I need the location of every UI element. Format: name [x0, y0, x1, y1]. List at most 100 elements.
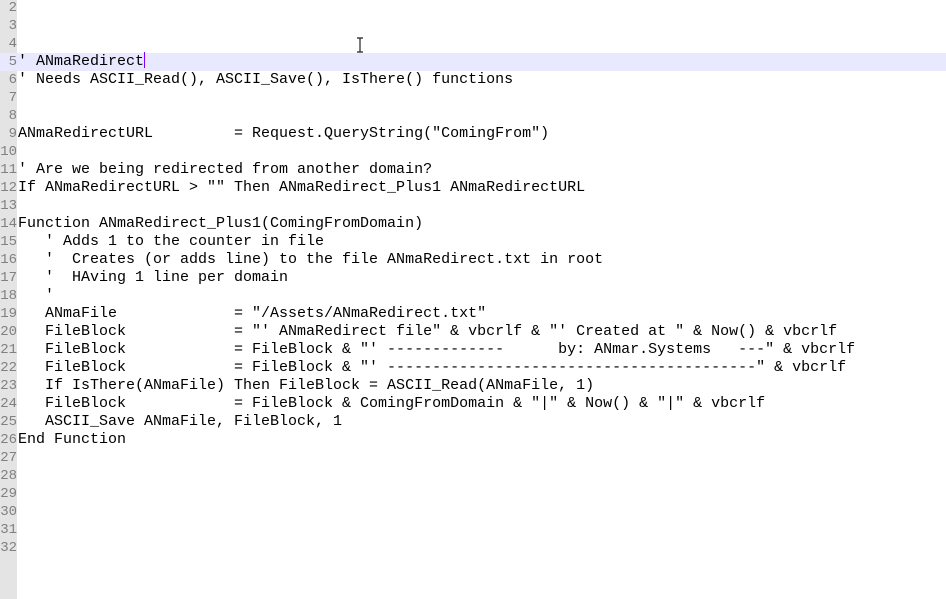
line-number: 7 — [8, 90, 17, 106]
line-number: 2 — [8, 0, 17, 16]
line-text-content: FileBlock = "' ANmaRedirect file" & vbcr… — [18, 323, 838, 340]
line-text[interactable]: FileBlock = FileBlock & ComingFromDomain… — [18, 395, 765, 413]
line-text-content: FileBlock = FileBlock & "' -------------… — [18, 359, 847, 376]
code-line[interactable]: 8 — [0, 107, 946, 125]
code-line[interactable]: 6' Needs ASCII_Read(), ASCII_Save(), IsT… — [0, 71, 946, 89]
code-line[interactable]: 20 FileBlock = "' ANmaRedirect file" & v… — [0, 323, 946, 341]
code-line[interactable]: 31 — [0, 521, 946, 539]
line-text-content: ANmaRedirectURL = Request.QueryString("C… — [18, 125, 550, 142]
code-line[interactable]: 30 — [0, 503, 946, 521]
line-number: 28 — [0, 468, 17, 484]
line-text-content: ASCII_Save ANmaFile, FileBlock, 1 — [18, 413, 343, 430]
line-text-content: ANmaFile = "/Assets/ANmaRedirect.txt" — [18, 305, 487, 322]
code-line[interactable]: 27 — [0, 449, 946, 467]
line-number-gutter — [0, 0, 17, 599]
line-text-content: If IsThere(ANmaFile) Then FileBlock = AS… — [18, 377, 595, 394]
line-number: 20 — [0, 324, 17, 340]
code-line[interactable]: 3 — [0, 17, 946, 35]
line-text[interactable]: ' Are we being redirected from another d… — [18, 161, 432, 179]
line-text[interactable]: ' — [18, 287, 54, 305]
line-text-content: Function ANmaRedirect_Plus1(ComingFromDo… — [18, 215, 424, 232]
text-cursor-ibeam-icon — [357, 37, 363, 53]
line-text[interactable]: End Function — [18, 431, 126, 449]
line-text[interactable]: ' ANmaRedirect — [18, 52, 146, 71]
line-number: 23 — [0, 378, 17, 394]
line-text[interactable]: If ANmaRedirectURL > "" Then ANmaRedirec… — [18, 179, 585, 197]
line-number: 21 — [0, 342, 17, 358]
line-number: 25 — [0, 414, 17, 430]
line-text-content: End Function — [18, 431, 127, 448]
line-text[interactable]: ' Adds 1 to the counter in file — [18, 233, 324, 251]
line-number: 3 — [8, 18, 17, 34]
code-line[interactable]: 10 — [0, 143, 946, 161]
line-text[interactable]: ANmaRedirectURL = Request.QueryString("C… — [18, 125, 549, 143]
line-text-content: ' Needs ASCII_Read(), ASCII_Save(), IsTh… — [18, 71, 514, 88]
line-text[interactable]: ' Creates (or adds line) to the file ANm… — [18, 251, 603, 269]
line-number: 4 — [8, 36, 17, 52]
text-caret — [144, 52, 146, 69]
code-line[interactable]: 7 — [0, 89, 946, 107]
line-text-content: ' Adds 1 to the counter in file — [18, 233, 325, 250]
line-number: 10 — [0, 144, 17, 160]
line-text[interactable]: ASCII_Save ANmaFile, FileBlock, 1 — [18, 413, 342, 431]
line-number: 29 — [0, 486, 17, 502]
code-line[interactable]: 5' ANmaRedirect — [0, 52, 946, 71]
code-line[interactable]: 18 ' — [0, 287, 946, 305]
line-number: 22 — [0, 360, 17, 376]
code-line[interactable]: 21 FileBlock = FileBlock & "' ----------… — [0, 341, 946, 359]
line-number: 19 — [0, 306, 17, 322]
code-line[interactable]: 16 ' Creates (or adds line) to the file … — [0, 251, 946, 269]
line-number: 17 — [0, 270, 17, 286]
code-line[interactable]: 11' Are we being redirected from another… — [0, 161, 946, 179]
line-text[interactable]: ANmaFile = "/Assets/ANmaRedirect.txt" — [18, 305, 486, 323]
line-number: 5 — [8, 54, 17, 70]
line-number: 16 — [0, 252, 17, 268]
line-text-content: FileBlock = FileBlock & ComingFromDomain… — [18, 395, 766, 412]
line-number: 15 — [0, 234, 17, 250]
line-text[interactable]: Function ANmaRedirect_Plus1(ComingFromDo… — [18, 215, 423, 233]
line-number: 32 — [0, 540, 17, 556]
code-line[interactable]: 22 FileBlock = FileBlock & "' ----------… — [0, 359, 946, 377]
line-number: 14 — [0, 216, 17, 232]
line-text[interactable]: FileBlock = FileBlock & "' -------------… — [18, 359, 846, 377]
line-number: 27 — [0, 450, 17, 466]
line-text[interactable]: If IsThere(ANmaFile) Then FileBlock = AS… — [18, 377, 594, 395]
line-number: 31 — [0, 522, 17, 538]
code-line[interactable]: 25 ASCII_Save ANmaFile, FileBlock, 1 — [0, 413, 946, 431]
line-number: 18 — [0, 288, 17, 304]
code-line[interactable]: 32 — [0, 539, 946, 557]
line-text[interactable]: FileBlock = "' ANmaRedirect file" & vbcr… — [18, 323, 837, 341]
line-text[interactable]: ' HAving 1 line per domain — [18, 269, 288, 287]
code-line[interactable]: 23 If IsThere(ANmaFile) Then FileBlock =… — [0, 377, 946, 395]
line-text-content: ' Creates (or adds line) to the file ANm… — [18, 251, 604, 268]
line-number: 12 — [0, 180, 17, 196]
line-number: 11 — [0, 162, 17, 178]
line-number: 30 — [0, 504, 17, 520]
code-line[interactable]: 28 — [0, 467, 946, 485]
line-text[interactable]: ' Needs ASCII_Read(), ASCII_Save(), IsTh… — [18, 71, 513, 89]
code-line[interactable]: 15 ' Adds 1 to the counter in file — [0, 233, 946, 251]
code-line[interactable]: 17 ' HAving 1 line per domain — [0, 269, 946, 287]
line-number: 9 — [8, 126, 17, 142]
code-line[interactable]: 29 — [0, 485, 946, 503]
code-line[interactable]: 19 ANmaFile = "/Assets/ANmaRedirect.txt" — [0, 305, 946, 323]
code-line[interactable]: 24 FileBlock = FileBlock & ComingFromDom… — [0, 395, 946, 413]
line-text-content: ' — [18, 287, 55, 304]
code-line[interactable]: 4 — [0, 35, 946, 53]
line-number: 6 — [8, 72, 17, 88]
line-text-content: FileBlock = FileBlock & "' -------------… — [18, 341, 856, 358]
line-number: 8 — [8, 108, 17, 124]
code-line[interactable]: 13 — [0, 197, 946, 215]
line-number: 13 — [0, 198, 17, 214]
line-number: 26 — [0, 432, 17, 448]
line-text[interactable]: FileBlock = FileBlock & "' -------------… — [18, 341, 855, 359]
line-text-content: If ANmaRedirectURL > "" Then ANmaRedirec… — [18, 179, 586, 196]
line-text-content: ' ANmaRedirect — [18, 53, 145, 70]
code-line[interactable]: 2 — [0, 0, 946, 17]
